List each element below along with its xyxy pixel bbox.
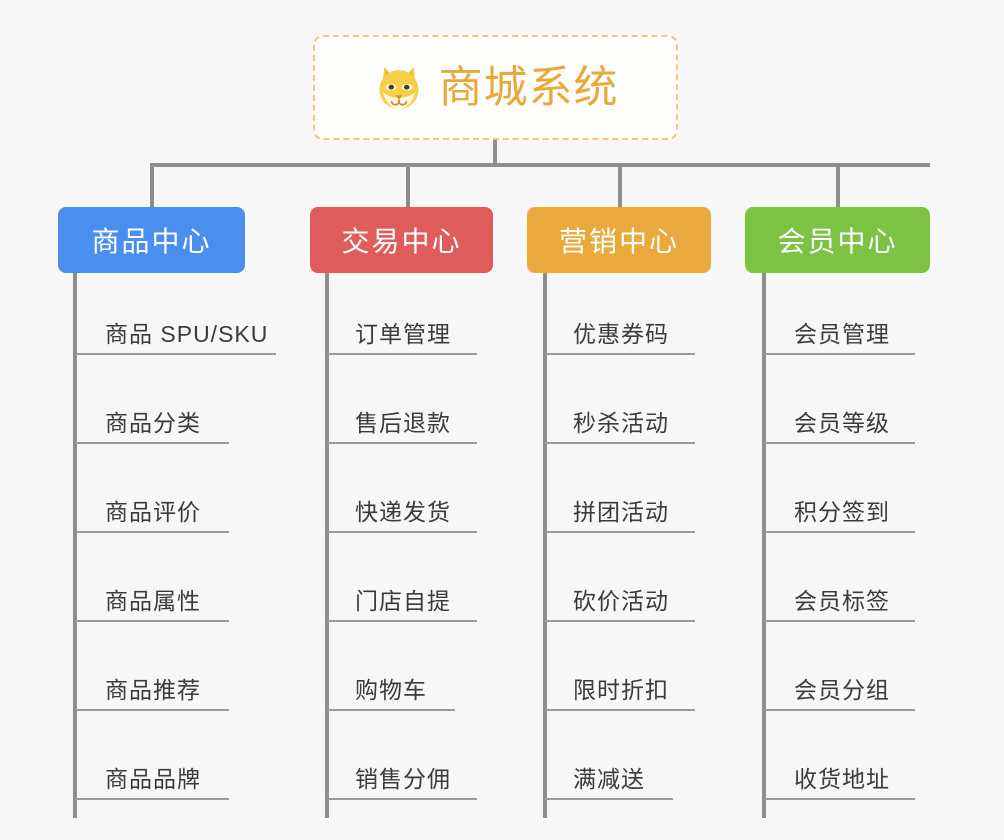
leaf-underline [327, 709, 455, 711]
leaf-underline [75, 798, 229, 800]
drop-line-2 [406, 163, 410, 209]
category-label: 会员中心 [777, 226, 898, 257]
leaf-label: 收货地址 [794, 766, 890, 792]
drop-line-1 [150, 163, 154, 209]
leaf-underline [764, 442, 915, 444]
leaf-spine-1 [73, 273, 77, 818]
leaf-label: 秒杀活动 [573, 410, 669, 436]
leaf-label: 快递发货 [355, 499, 451, 525]
category-label: 营销中心 [558, 226, 679, 257]
leaf-underline [764, 709, 915, 711]
leaf-spine-2 [325, 273, 329, 818]
leaf-label: 销售分佣 [355, 766, 451, 792]
leaf-underline [545, 798, 673, 800]
leaf-underline [327, 531, 477, 533]
leaf-underline [545, 709, 695, 711]
root-title: 商城系统 [438, 62, 619, 112]
leaf-label: 限时折扣 [573, 677, 669, 703]
leaf-label: 拼团活动 [573, 499, 669, 525]
leaf-label: 满减送 [573, 766, 645, 792]
leaf-underline [75, 353, 276, 355]
leaf-underline [764, 798, 915, 800]
leaf-underline [764, 353, 915, 355]
leaf-label: 会员标签 [794, 588, 890, 614]
leaf-underline [327, 353, 477, 355]
drop-line-4 [836, 163, 840, 209]
leaf-underline [327, 620, 477, 622]
category-header-yingxiao[interactable]: 营销中心 [527, 207, 711, 273]
shiba-dog-face-icon [379, 66, 418, 111]
leaf-label: 商品 SPU/SKU [105, 321, 269, 347]
category-label: 商品中心 [91, 226, 212, 257]
leaf-underline [764, 620, 915, 622]
leaf-label: 售后退款 [355, 410, 451, 436]
leaf-label: 会员管理 [794, 321, 890, 347]
category-label: 交易中心 [341, 226, 462, 257]
root-stem-line [493, 140, 497, 167]
leaf-label: 商品品牌 [105, 766, 201, 792]
leaf-spine-4 [762, 273, 766, 818]
leaf-label: 购物车 [355, 677, 427, 703]
tree-horizontal-bar [150, 163, 930, 167]
leaf-underline [545, 620, 695, 622]
leaf-underline [75, 531, 229, 533]
leaf-underline [75, 442, 229, 444]
leaf-underline [75, 709, 229, 711]
category-header-shangpin[interactable]: 商品中心 [58, 207, 245, 273]
drop-line-3 [618, 163, 622, 209]
category-header-huiyuan[interactable]: 会员中心 [745, 207, 930, 273]
leaf-label: 商品评价 [105, 499, 201, 525]
leaf-label: 商品属性 [105, 588, 201, 614]
leaf-spine-3 [543, 273, 547, 818]
leaf-underline [545, 353, 695, 355]
leaf-underline [327, 442, 477, 444]
leaf-label: 订单管理 [355, 321, 451, 347]
leaf-underline [764, 531, 915, 533]
leaf-label: 优惠券码 [573, 321, 669, 347]
leaf-underline [327, 798, 477, 800]
leaf-underline [545, 442, 695, 444]
leaf-label: 商品分类 [105, 410, 201, 436]
category-header-jiaoyi[interactable]: 交易中心 [310, 207, 493, 273]
leaf-label: 门店自提 [355, 588, 451, 614]
root-node[interactable]: 商城系统 [313, 35, 678, 140]
leaf-underline [75, 620, 229, 622]
leaf-label: 会员分组 [794, 677, 890, 703]
leaf-underline [545, 531, 695, 533]
leaf-label: 会员等级 [794, 410, 890, 436]
leaf-label: 商品推荐 [105, 677, 201, 703]
leaf-label: 积分签到 [794, 499, 890, 525]
leaf-label: 砍价活动 [573, 588, 669, 614]
